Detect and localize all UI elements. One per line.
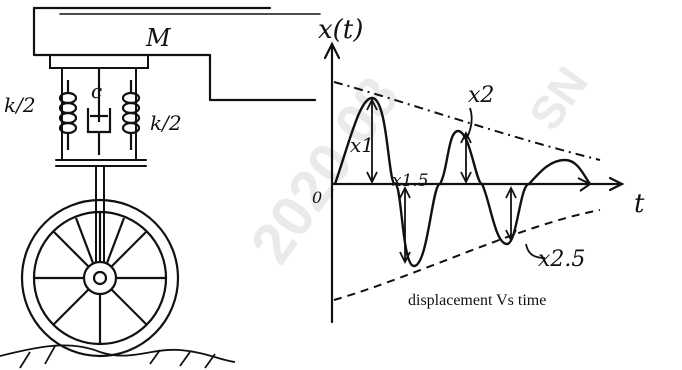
watermark-sn: SN <box>519 57 598 139</box>
y-axis-label: x(t) <box>318 15 363 45</box>
watermark-text: 2020 08 <box>238 66 411 275</box>
label-x2: x2 <box>468 83 494 108</box>
mass-block <box>32 6 321 102</box>
upper-envelope <box>333 81 601 161</box>
amplitude-markers <box>366 97 546 265</box>
watermark-group: 2020 08 SN <box>238 57 598 275</box>
label-x1: x1 <box>350 133 374 157</box>
damper-label: c <box>91 79 102 103</box>
x-axis-label: t <box>634 189 645 219</box>
origin-label: 0 <box>312 188 322 207</box>
graph-caption: displacement Vs time <box>408 292 546 309</box>
axes <box>323 41 625 324</box>
spring-label-right: k/2 <box>150 111 182 135</box>
damper <box>86 68 112 155</box>
label-x1-5: x1.5 <box>392 171 429 191</box>
ground <box>0 344 236 369</box>
label-x2-5: x2.5 <box>538 247 585 272</box>
spring-left <box>58 80 78 150</box>
spring-label-left: k/2 <box>4 93 36 117</box>
mass-label: M <box>145 24 172 52</box>
spring-right <box>121 80 141 150</box>
lower-envelope <box>333 209 601 301</box>
wheel <box>20 198 180 358</box>
response-curve <box>333 96 591 268</box>
curve-arrowhead <box>577 177 592 192</box>
axle <box>95 166 105 262</box>
